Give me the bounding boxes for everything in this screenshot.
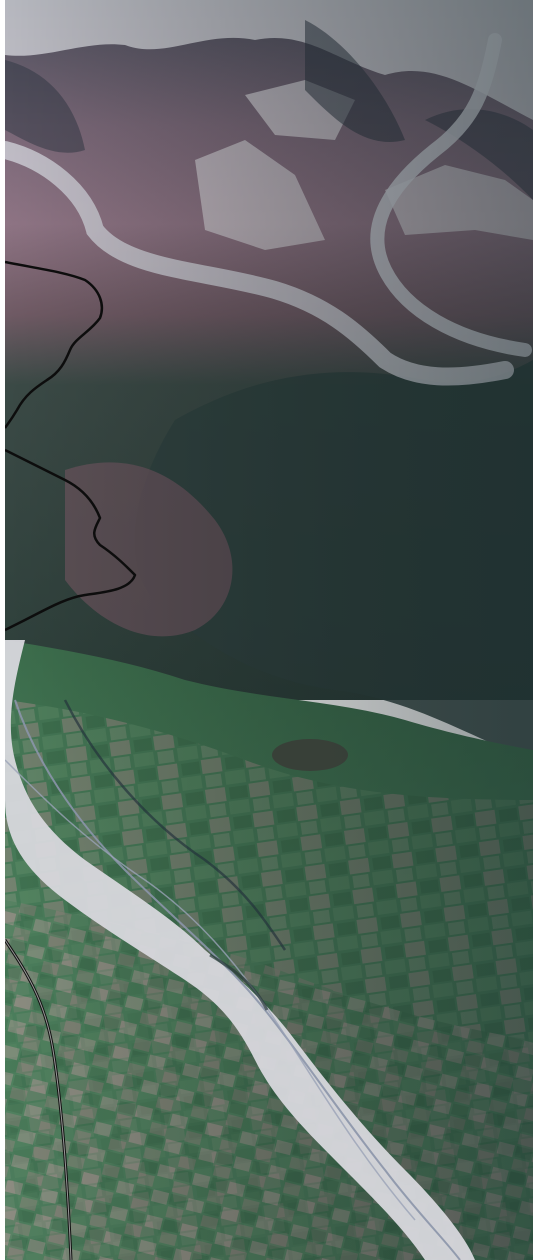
river-bank: [209, 953, 269, 1011]
braided-riverbed: [5, 640, 475, 1260]
aerial-photo-canvas: [5, 0, 533, 1260]
aerial-photo: [5, 0, 533, 1260]
small-hill: [272, 739, 348, 771]
river-channel: [14, 699, 461, 1260]
river-channel: [5, 759, 416, 1221]
boundary-line: [5, 260, 137, 632]
road-highlight: [5, 939, 72, 1260]
side-stream: [63, 699, 287, 951]
